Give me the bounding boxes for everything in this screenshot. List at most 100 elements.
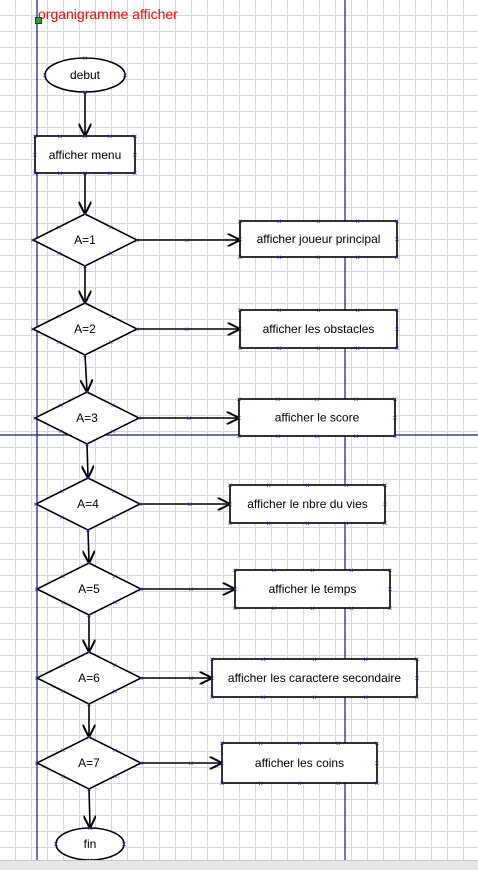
decision-label: A=7 — [78, 756, 100, 770]
handle-mark: × — [363, 655, 368, 664]
handle-mark: × — [388, 604, 393, 613]
handle-mark: × — [33, 151, 38, 160]
handle-mark: × — [139, 585, 144, 594]
handle-mark: × — [261, 693, 266, 702]
handle-mark: × — [349, 604, 354, 613]
handle-mark: × — [31, 236, 36, 245]
handle-mark: × — [33, 132, 38, 141]
action-label: afficher le nbre du vies — [247, 497, 368, 511]
handle-mark: × — [139, 759, 144, 768]
handle-mark: × — [133, 169, 138, 178]
action-node-a7[interactable]: afficher les coins — [221, 742, 378, 784]
handle-mark: × — [113, 598, 118, 607]
handle-mark: × — [185, 325, 190, 334]
handle-mark: × — [271, 604, 276, 613]
handle-mark: × — [277, 217, 282, 226]
connector-a3-to-a4 — [87, 443, 88, 477]
handle-mark: × — [375, 739, 380, 748]
decision-node-a1[interactable]: A=1 — [31, 213, 139, 267]
action-box — [238, 398, 396, 437]
action-label: afficher le score — [275, 411, 360, 425]
handle-mark: × — [238, 235, 243, 244]
process-node-menu[interactable]: afficher menu — [34, 135, 136, 174]
handle-mark: × — [277, 344, 282, 353]
handle-mark: × — [113, 687, 118, 696]
handle-mark: × — [83, 299, 88, 308]
handle-mark: × — [35, 674, 40, 683]
handle-mark: × — [133, 151, 138, 160]
connector-a7-to-end — [89, 788, 90, 827]
decision-node-a3[interactable]: A=3 — [33, 391, 141, 445]
decision-node-a7[interactable]: A=7 — [35, 736, 143, 790]
handle-mark: × — [60, 513, 65, 522]
selection-anchor-handle[interactable] — [35, 17, 42, 24]
handle-mark: × — [220, 779, 225, 788]
handle-mark: × — [83, 54, 88, 63]
action-node-a5[interactable]: afficher le temps — [234, 569, 391, 609]
action-node-a3[interactable]: afficher le score — [238, 398, 396, 437]
action-label: afficher les caractere secondaire — [228, 671, 402, 685]
handle-mark: × — [233, 566, 238, 575]
handle-mark: × — [355, 217, 360, 226]
handle-mark: × — [395, 306, 400, 315]
handle-mark: × — [33, 414, 38, 423]
handle-mark: × — [395, 325, 400, 334]
handle-mark: × — [54, 840, 59, 849]
handle-mark: × — [355, 253, 360, 262]
handle-mark: × — [220, 759, 225, 768]
start-label: debut — [70, 68, 101, 82]
action-node-a6[interactable]: afficher les caractere secondaire — [211, 658, 418, 698]
handle-mark: × — [57, 312, 62, 321]
handle-mark: × — [276, 432, 281, 441]
handle-mark: × — [316, 344, 321, 353]
handle-mark: × — [305, 519, 310, 528]
action-label: afficher les coins — [255, 756, 344, 770]
action-node-a1[interactable]: afficher joueur principal — [239, 220, 398, 258]
handle-mark: × — [336, 779, 341, 788]
handle-mark: × — [228, 500, 233, 509]
decision-node-a4[interactable]: A=4 — [34, 477, 142, 531]
handle-mark: × — [344, 519, 349, 528]
handle-mark: × — [113, 661, 118, 670]
handle-mark: × — [393, 432, 398, 441]
handle-mark: × — [276, 395, 281, 404]
handle-mark: × — [310, 566, 315, 575]
handle-mark: × — [415, 655, 420, 664]
action-box — [234, 569, 391, 609]
handle-mark: × — [238, 344, 243, 353]
handle-mark: × — [258, 739, 263, 748]
handle-mark: × — [58, 132, 63, 141]
handle-mark: × — [109, 223, 114, 232]
handle-mark: × — [383, 481, 388, 490]
connector-a2-to-a3 — [85, 354, 87, 391]
handle-mark: × — [310, 604, 315, 613]
handle-mark: × — [312, 655, 317, 664]
handle-mark: × — [60, 487, 65, 496]
handle-mark: × — [395, 344, 400, 353]
decision-node-a5[interactable]: A=5 — [35, 562, 143, 616]
handle-mark: × — [83, 88, 88, 97]
handle-mark: × — [228, 481, 233, 490]
handle-mark: × — [61, 572, 66, 581]
start-node[interactable]: debut — [44, 57, 126, 93]
decision-label: A=4 — [77, 497, 99, 511]
action-label: afficher joueur principal — [257, 232, 381, 246]
horizontal-scrollbar[interactable] — [0, 860, 478, 870]
handle-mark: × — [316, 306, 321, 315]
handle-mark: × — [133, 132, 138, 141]
decision-node-a6[interactable]: A=6 — [35, 651, 143, 705]
handle-mark: × — [83, 262, 88, 271]
handle-mark: × — [113, 772, 118, 781]
action-box — [229, 484, 386, 524]
handle-mark: × — [312, 693, 317, 702]
handle-mark: × — [83, 351, 88, 360]
handle-mark: × — [61, 746, 66, 755]
handle-mark: × — [59, 401, 64, 410]
action-node-a4[interactable]: afficher le nbre du vies — [229, 484, 386, 524]
handle-mark: × — [315, 432, 320, 441]
handle-mark: × — [87, 648, 92, 657]
handle-mark: × — [336, 739, 341, 748]
action-node-a2[interactable]: afficher les obstacles — [239, 309, 398, 349]
handle-mark: × — [210, 693, 215, 702]
decision-node-a2[interactable]: A=2 — [31, 302, 139, 356]
